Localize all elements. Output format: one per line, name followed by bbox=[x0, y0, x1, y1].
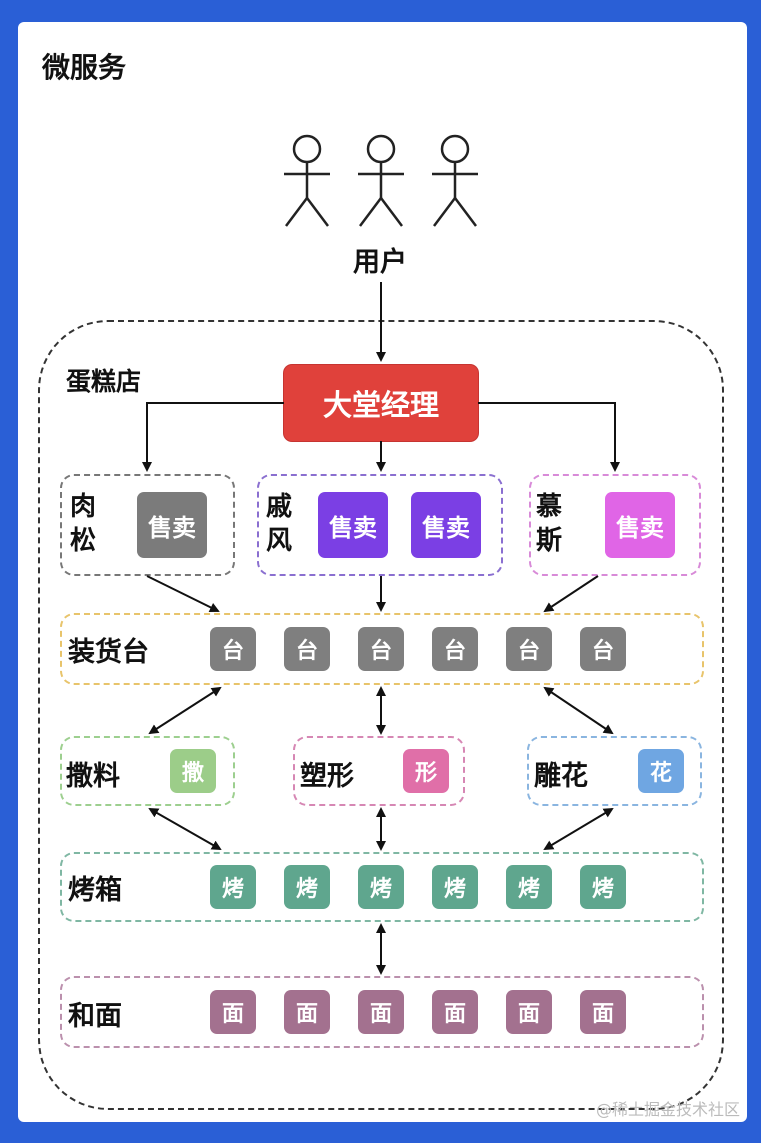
loading-dock-group bbox=[60, 613, 704, 685]
arrow-carve-oven bbox=[543, 807, 614, 851]
user-figure bbox=[358, 134, 404, 227]
dough-tile: 面 bbox=[506, 990, 552, 1034]
arrow-manager-to-musi bbox=[478, 402, 620, 472]
dough-tile: 面 bbox=[358, 990, 404, 1034]
lobby-manager-node: 大堂经理 bbox=[284, 365, 478, 441]
loading-dock-label: 装货台 bbox=[68, 637, 149, 668]
oven-tile: 烤 bbox=[284, 865, 330, 909]
station-group-shape bbox=[293, 736, 465, 806]
seller-group-rousong bbox=[60, 474, 235, 576]
carve-tile: 花 bbox=[638, 749, 684, 793]
oven-label: 烤箱 bbox=[68, 875, 122, 906]
arrow-musi-to-loading bbox=[543, 575, 599, 613]
arrow-loading-carve bbox=[543, 686, 614, 735]
dough-tile: 面 bbox=[284, 990, 330, 1034]
watermark: @稀土掘金技术社区 bbox=[596, 1100, 741, 1119]
diagram-title: 微服务 bbox=[42, 51, 127, 84]
loading-dock-tile: 台 bbox=[432, 627, 478, 671]
arrow-rousong-to-loading bbox=[146, 575, 220, 612]
seller-group-qifeng bbox=[257, 474, 503, 576]
loading-dock-tile: 台 bbox=[580, 627, 626, 671]
dough-label: 和面 bbox=[68, 1001, 122, 1032]
users-label: 用户 bbox=[353, 247, 407, 278]
sell-service-tile: 售卖 bbox=[318, 492, 388, 558]
seller-group-musi bbox=[529, 474, 701, 576]
sell-service-tile: 售卖 bbox=[411, 492, 481, 558]
arrow-manager-to-rousong bbox=[142, 402, 284, 472]
oven-tile: 烤 bbox=[358, 865, 404, 909]
oven-tile: 烤 bbox=[210, 865, 256, 909]
station-group-sprinkle bbox=[60, 736, 235, 806]
loading-dock-tile: 台 bbox=[210, 627, 256, 671]
user-figure bbox=[284, 134, 330, 227]
dough-tile: 面 bbox=[580, 990, 626, 1034]
seller-label-rousong: 肉松 bbox=[70, 492, 97, 556]
loading-dock-tile: 台 bbox=[506, 627, 552, 671]
sprinkle-tile: 撒 bbox=[170, 749, 216, 793]
loading-dock-tile: 台 bbox=[284, 627, 330, 671]
station-label-sprinkle: 撒料 bbox=[66, 761, 120, 792]
seller-label-musi: 慕斯 bbox=[536, 492, 563, 556]
oven-tile: 烤 bbox=[432, 865, 478, 909]
oven-tile: 烤 bbox=[580, 865, 626, 909]
station-label-shape: 塑形 bbox=[300, 761, 354, 792]
station-label-carve: 雕花 bbox=[534, 761, 588, 792]
station-group-carve bbox=[527, 736, 702, 806]
cake-shop-label: 蛋糕店 bbox=[66, 367, 142, 396]
loading-dock-tile: 台 bbox=[358, 627, 404, 671]
sell-service-tile: 售卖 bbox=[605, 492, 675, 558]
oven-tile: 烤 bbox=[506, 865, 552, 909]
oven-group bbox=[60, 852, 704, 922]
arrow-loading-sprinkle bbox=[148, 686, 222, 735]
sell-service-tile: 售卖 bbox=[137, 492, 207, 558]
arrow-sprinkle-oven bbox=[148, 808, 222, 850]
shape-tile: 形 bbox=[403, 749, 449, 793]
seller-label-qifeng: 戚风 bbox=[266, 492, 293, 556]
dough-tile: 面 bbox=[210, 990, 256, 1034]
dough-group bbox=[60, 976, 704, 1048]
user-figure bbox=[432, 134, 478, 227]
dough-tile: 面 bbox=[432, 990, 478, 1034]
